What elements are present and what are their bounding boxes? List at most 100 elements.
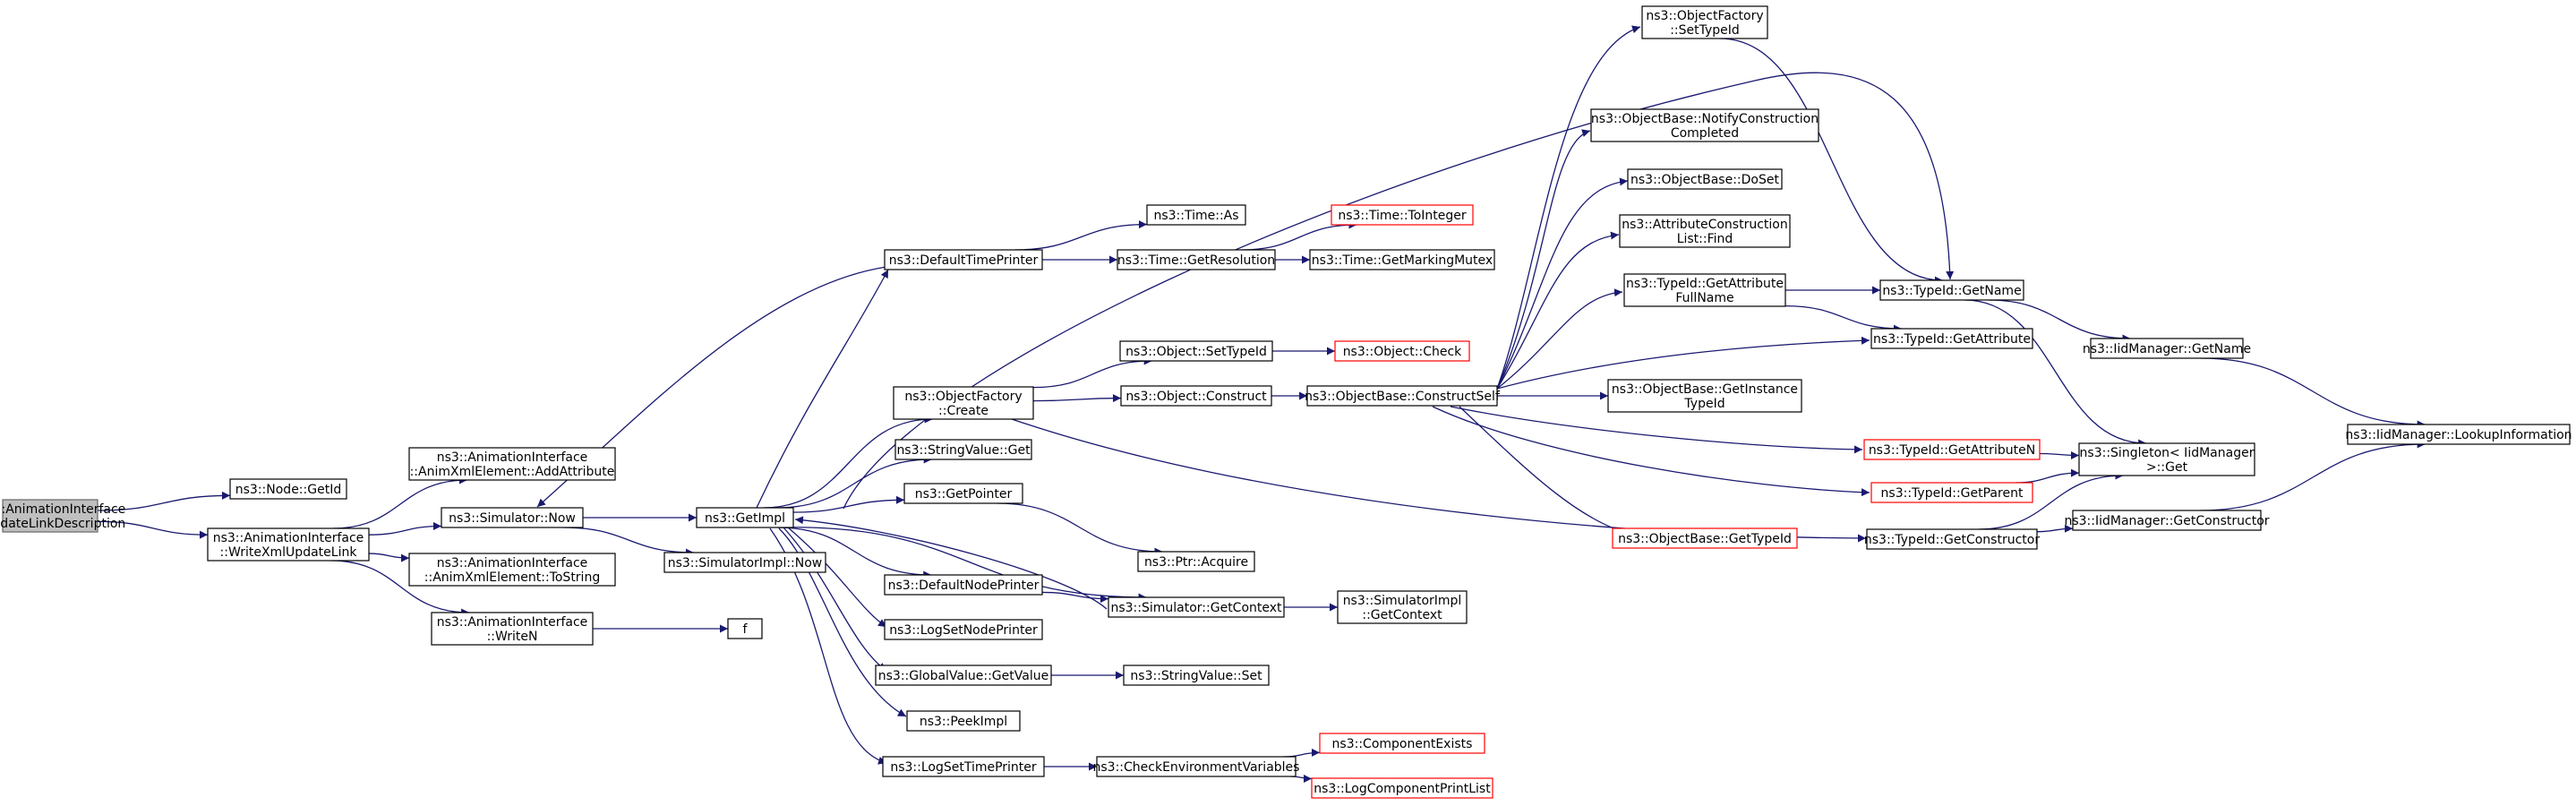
edge-construct-self-to-tid-get-attr-n bbox=[1450, 406, 1863, 454]
node-time-as[interactable]: ns3::Time::As bbox=[1146, 204, 1246, 226]
node-label: ns3::SimulatorImpl bbox=[1343, 594, 1462, 608]
node-label: ns3::ObjectBase::ConstructSelf bbox=[1305, 390, 1501, 404]
edge-check-env-to-comp-exists bbox=[1283, 748, 1321, 758]
node-notify-constr[interactable]: ns3::ObjectBase::NotifyConstructionCompl… bbox=[1590, 108, 1819, 142]
node-obj-set-type-id[interactable]: ns3::Object::SetTypeId bbox=[1119, 340, 1273, 362]
edge-get-impl-to-of-create bbox=[763, 415, 933, 509]
node-get-pointer[interactable]: ns3::GetPointer bbox=[903, 483, 1023, 504]
node-sim-impl-now[interactable]: ns3::SimulatorImpl::Now bbox=[663, 552, 826, 573]
node-label: ns3::Node::GetId bbox=[235, 483, 341, 497]
node-label: ns3::GetPointer bbox=[915, 487, 1013, 502]
node-box bbox=[1309, 249, 1495, 270]
node-root[interactable]: ns3::AnimationInterface::UpdateLinkDescr… bbox=[0, 499, 125, 533]
node-write-n[interactable]: ns3::AnimationInterface::WriteN bbox=[431, 612, 594, 646]
edge-of-create-to-obj-construct bbox=[1032, 394, 1122, 403]
node-check-env[interactable]: ns3::CheckEnvironmentVariables bbox=[1093, 756, 1300, 777]
node-tid-get-name[interactable]: ns3::TypeId::GetName bbox=[1879, 279, 2024, 301]
node-str-val-get[interactable]: ns3::StringValue::Get bbox=[894, 439, 1032, 460]
node-box bbox=[1319, 733, 1485, 754]
edge-iid-get-ctor-to-iid-lookup bbox=[2200, 440, 2426, 511]
node-obj-check[interactable]: ns3::Object::Check bbox=[1334, 340, 1470, 362]
node-sim-now[interactable]: ns3::Simulator::Now bbox=[441, 507, 584, 528]
node-box bbox=[1623, 273, 1786, 307]
edge-tid-get-attr-n-to-singleton-get bbox=[2039, 451, 2080, 460]
node-label: ns3::Time::GetMarkingMutex bbox=[1312, 253, 1493, 268]
node-f[interactable]: f bbox=[727, 618, 763, 639]
node-box bbox=[2, 499, 98, 533]
node-ob-get-type-id[interactable]: ns3::ObjectBase::GetTypeId bbox=[1612, 527, 1798, 549]
node-iid-lookup[interactable]: ns3::IidManager::LookupInformation bbox=[2345, 424, 2572, 445]
node-box bbox=[1120, 385, 1272, 407]
node-box bbox=[2090, 338, 2244, 359]
node-label: ns3::Object::SetTypeId bbox=[1125, 345, 1267, 359]
node-add-attr[interactable]: ns3::AnimationInterface::AnimXmlElement:… bbox=[408, 447, 616, 481]
edge-tid-get-parent-to-singleton-get bbox=[2015, 468, 2080, 484]
node-of-create[interactable]: ns3::ObjectFactory::Create bbox=[893, 386, 1034, 420]
node-box bbox=[1863, 439, 2041, 460]
node-def-node-printer[interactable]: ns3::DefaultNodePrinter bbox=[884, 574, 1043, 596]
node-box bbox=[441, 507, 584, 528]
edge-get-attr-full-to-tid-get-attr bbox=[1784, 304, 1902, 333]
node-label: ns3::IidManager::GetName bbox=[2083, 342, 2251, 356]
node-log-set-time[interactable]: ns3::LogSetTimePrinter bbox=[882, 756, 1045, 777]
node-get-impl[interactable]: ns3::GetImpl bbox=[696, 507, 794, 528]
node-label: ns3::ObjectBase::NotifyConstruction bbox=[1591, 112, 1819, 126]
node-label: ::AnimXmlElement::ToString bbox=[424, 570, 600, 585]
node-label: ns3::TypeId::GetAttribute bbox=[1873, 332, 2031, 347]
edge-sim-now-to-sim-impl-now bbox=[563, 527, 694, 557]
node-time-marking[interactable]: ns3::Time::GetMarkingMutex bbox=[1309, 249, 1495, 270]
edge-root-to-get-id bbox=[97, 491, 231, 511]
node-label: ns3::ObjectBase::GetInstance bbox=[1612, 382, 1798, 397]
node-obj-construct[interactable]: ns3::Object::Construct bbox=[1120, 385, 1272, 407]
node-ptr-acquire[interactable]: ns3::Ptr::Acquire bbox=[1137, 551, 1255, 572]
edge-tid-get-ctor-to-iid-get-ctor bbox=[2036, 524, 2074, 533]
node-label: ::Create bbox=[938, 404, 988, 418]
node-label: ns3::AnimationInterface bbox=[437, 450, 588, 465]
node-gv-get-value[interactable]: ns3::GlobalValue::GetValue bbox=[875, 665, 1052, 686]
edge-construct-self-to-get-attr-full bbox=[1496, 288, 1623, 390]
node-sim-get-context[interactable]: ns3::Simulator::GetContext bbox=[1108, 596, 1285, 618]
edge-get-pointer-to-ptr-acquire bbox=[997, 502, 1163, 556]
node-write-xml[interactable]: ns3::AnimationInterface::WriteXmlUpdateL… bbox=[207, 527, 370, 562]
node-box bbox=[1123, 665, 1270, 686]
node-iid-get-name[interactable]: ns3::IidManager::GetName bbox=[2083, 338, 2251, 359]
node-label: ns3::IidManager::GetConstructor bbox=[2064, 514, 2269, 528]
node-str-val-set[interactable]: ns3::StringValue::Set bbox=[1123, 665, 1270, 686]
node-tid-get-parent[interactable]: ns3::TypeId::GetParent bbox=[1870, 482, 2033, 503]
node-tid-get-ctor[interactable]: ns3::TypeId::GetConstructor bbox=[1864, 528, 2040, 550]
node-label: ns3::CheckEnvironmentVariables bbox=[1093, 760, 1300, 775]
node-label: ns3::ObjectBase::GetTypeId bbox=[1618, 532, 1792, 546]
node-to-string[interactable]: ns3::AnimationInterface::AnimXmlElement:… bbox=[408, 553, 616, 587]
edge-of-create-to-tid-get-ctor bbox=[1011, 418, 1867, 543]
node-tid-get-attr[interactable]: ns3::TypeId::GetAttribute bbox=[1870, 328, 2033, 349]
node-do-set[interactable]: ns3::ObjectBase::DoSet bbox=[1627, 168, 1783, 190]
node-log-comp-print[interactable]: ns3::LogComponentPrintList bbox=[1311, 777, 1493, 799]
node-time-to-int[interactable]: ns3::Time::ToInteger bbox=[1331, 204, 1474, 226]
node-box bbox=[875, 665, 1052, 686]
node-sim-impl-get-context[interactable]: ns3::SimulatorImpl::GetContext bbox=[1337, 590, 1468, 624]
node-box bbox=[2347, 424, 2571, 445]
node-get-id[interactable]: ns3::Node::GetId bbox=[229, 478, 347, 500]
node-peek-impl[interactable]: ns3::PeekImpl bbox=[906, 710, 1021, 732]
node-of-set-type-id[interactable]: ns3::ObjectFactory::SetTypeId bbox=[1641, 5, 1768, 39]
node-log-set-node[interactable]: ns3::LogSetNodePrinter bbox=[884, 619, 1043, 640]
edge-construct-self-to-ac-list-find bbox=[1496, 231, 1620, 390]
node-label: ns3::StringValue::Set bbox=[1130, 669, 1262, 683]
node-tid-get-attr-n[interactable]: ns3::TypeId::GetAttributeN bbox=[1863, 439, 2041, 460]
node-box bbox=[1619, 214, 1791, 248]
node-comp-exists[interactable]: ns3::ComponentExists bbox=[1319, 733, 1485, 754]
node-time-get-res[interactable]: ns3::Time::GetResolution bbox=[1117, 249, 1276, 270]
node-label: f bbox=[743, 622, 749, 637]
node-box bbox=[1866, 528, 2038, 550]
node-construct-self[interactable]: ns3::ObjectBase::ConstructSelf bbox=[1305, 385, 1501, 407]
node-label: ns3::ObjectFactory bbox=[1646, 9, 1763, 23]
node-iid-get-ctor[interactable]: ns3::IidManager::GetConstructor bbox=[2064, 510, 2270, 531]
node-box bbox=[2072, 510, 2262, 531]
node-def-time-printer[interactable]: ns3::DefaultTimePrinter bbox=[884, 249, 1043, 270]
edge-construct-self-to-do-set bbox=[1496, 177, 1629, 390]
edge-get-impl-to-log-set-node bbox=[787, 527, 887, 628]
node-singleton-get[interactable]: ns3::Singleton< IidManager >::Get bbox=[2078, 442, 2255, 476]
